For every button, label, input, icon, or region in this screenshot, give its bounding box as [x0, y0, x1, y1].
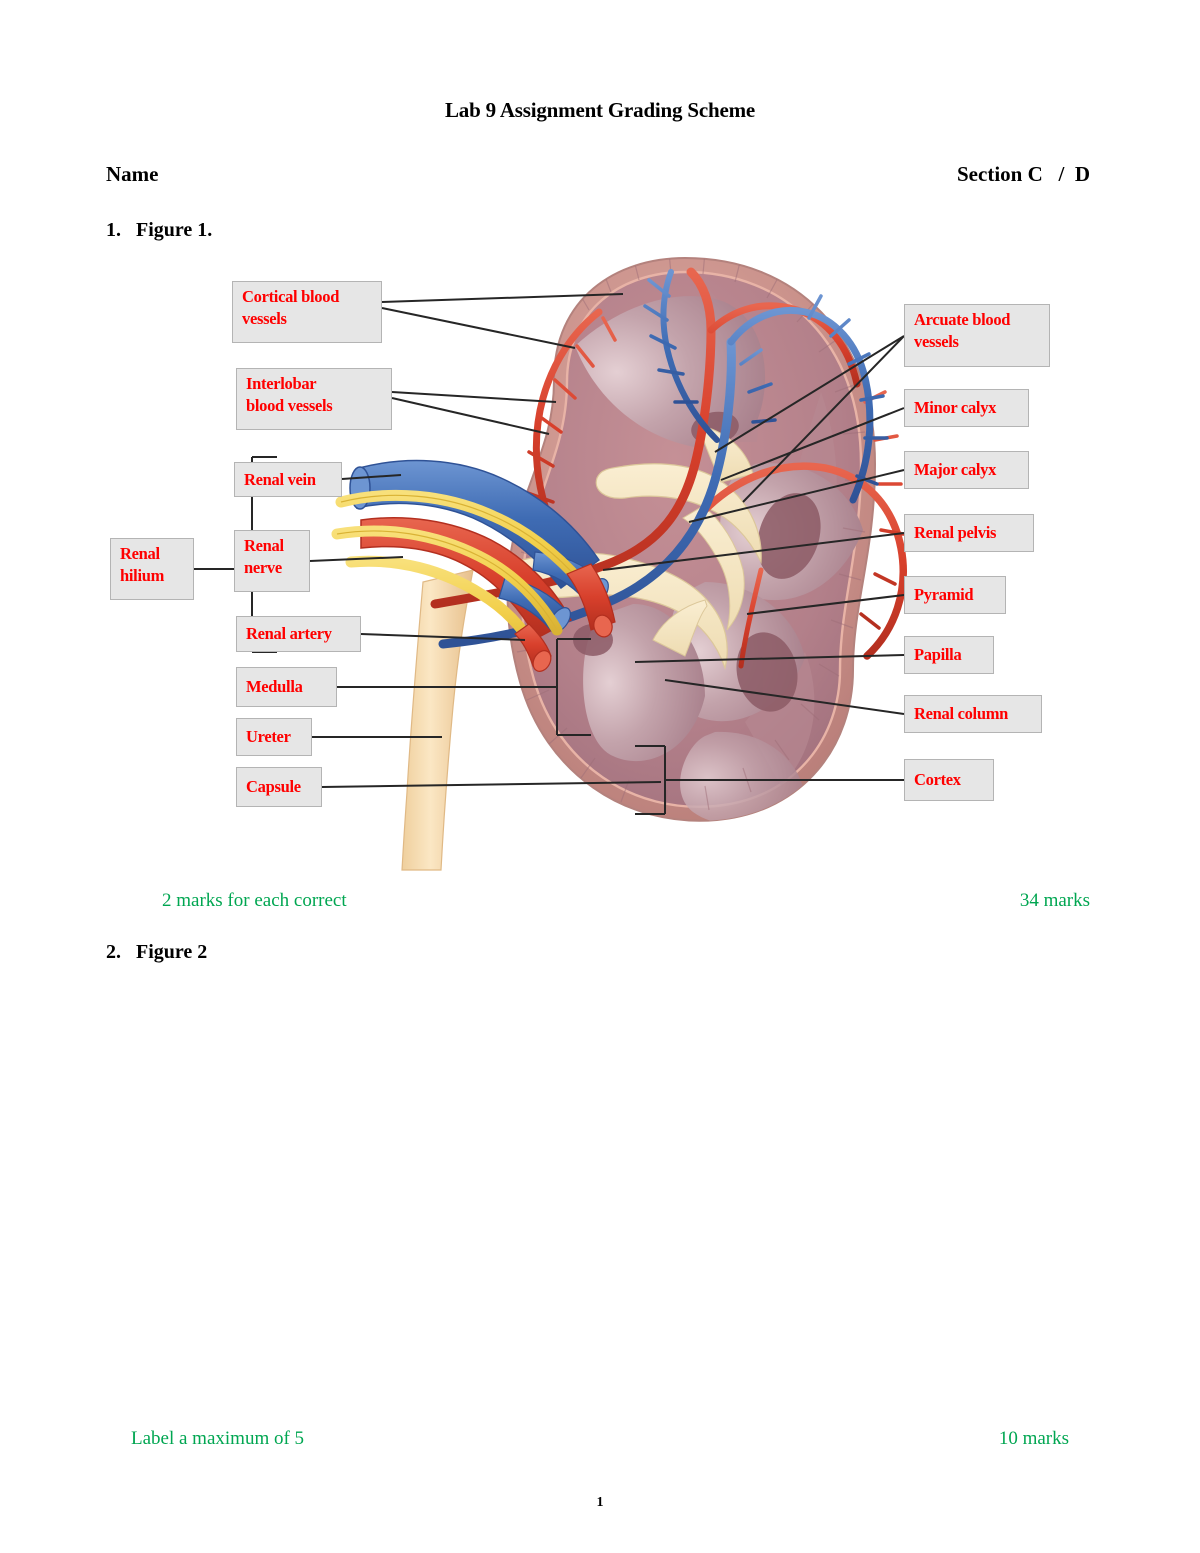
label-cortical-blood-vessels[interactable]: Cortical blood vessels [232, 281, 382, 343]
label-renal-pelvis[interactable]: Renal pelvis [904, 514, 1034, 552]
label-renal-nerve[interactable]: Renal nerve [234, 530, 310, 592]
page-number: 1 [596, 1495, 604, 1510]
page-title: Lab 9 Assignment Grading Scheme [445, 98, 755, 122]
label-medulla[interactable]: Medulla [236, 667, 337, 707]
question-2-marking-note: Label a maximum of 5 [131, 1428, 305, 1449]
section-field-label: Section C / D [957, 162, 1090, 186]
label-renal-hilium[interactable]: Renal hilium [110, 538, 194, 600]
question-2-total-marks: 10 marks [998, 1428, 1069, 1449]
question-1-total-marks: 34 marks [1019, 890, 1090, 911]
label-major-calyx[interactable]: Major calyx [904, 451, 1029, 489]
label-arcuate-blood-vessels[interactable]: Arcuate blood vessels [904, 304, 1050, 367]
label-interlobar-blood-vessels[interactable]: Interlobar blood vessels [236, 368, 392, 430]
label-pyramid[interactable]: Pyramid [904, 576, 1006, 614]
question-2-heading: 2. Figure 2 [106, 941, 208, 963]
label-renal-vein[interactable]: Renal vein [234, 462, 342, 497]
label-ureter[interactable]: Ureter [236, 718, 312, 756]
question-1-marking-note: 2 marks for each correct [162, 890, 347, 911]
label-papilla[interactable]: Papilla [904, 636, 994, 674]
ureter-structure [401, 569, 474, 871]
question-1-heading: 1. Figure 1. [106, 219, 213, 241]
name-field-label: Name [106, 162, 159, 186]
label-minor-calyx[interactable]: Minor calyx [904, 389, 1029, 427]
label-capsule[interactable]: Capsule [236, 767, 322, 807]
renal-hilum-vessels [331, 459, 616, 672]
leader-lines [194, 293, 905, 815]
kidney-illustration [194, 256, 907, 871]
label-renal-artery[interactable]: Renal artery [236, 616, 361, 652]
figure-1-kidney-diagram: Cortical blood vessels Interlobar blood … [105, 252, 1095, 874]
label-renal-column[interactable]: Renal column [904, 695, 1042, 733]
label-cortex[interactable]: Cortex [904, 759, 994, 801]
